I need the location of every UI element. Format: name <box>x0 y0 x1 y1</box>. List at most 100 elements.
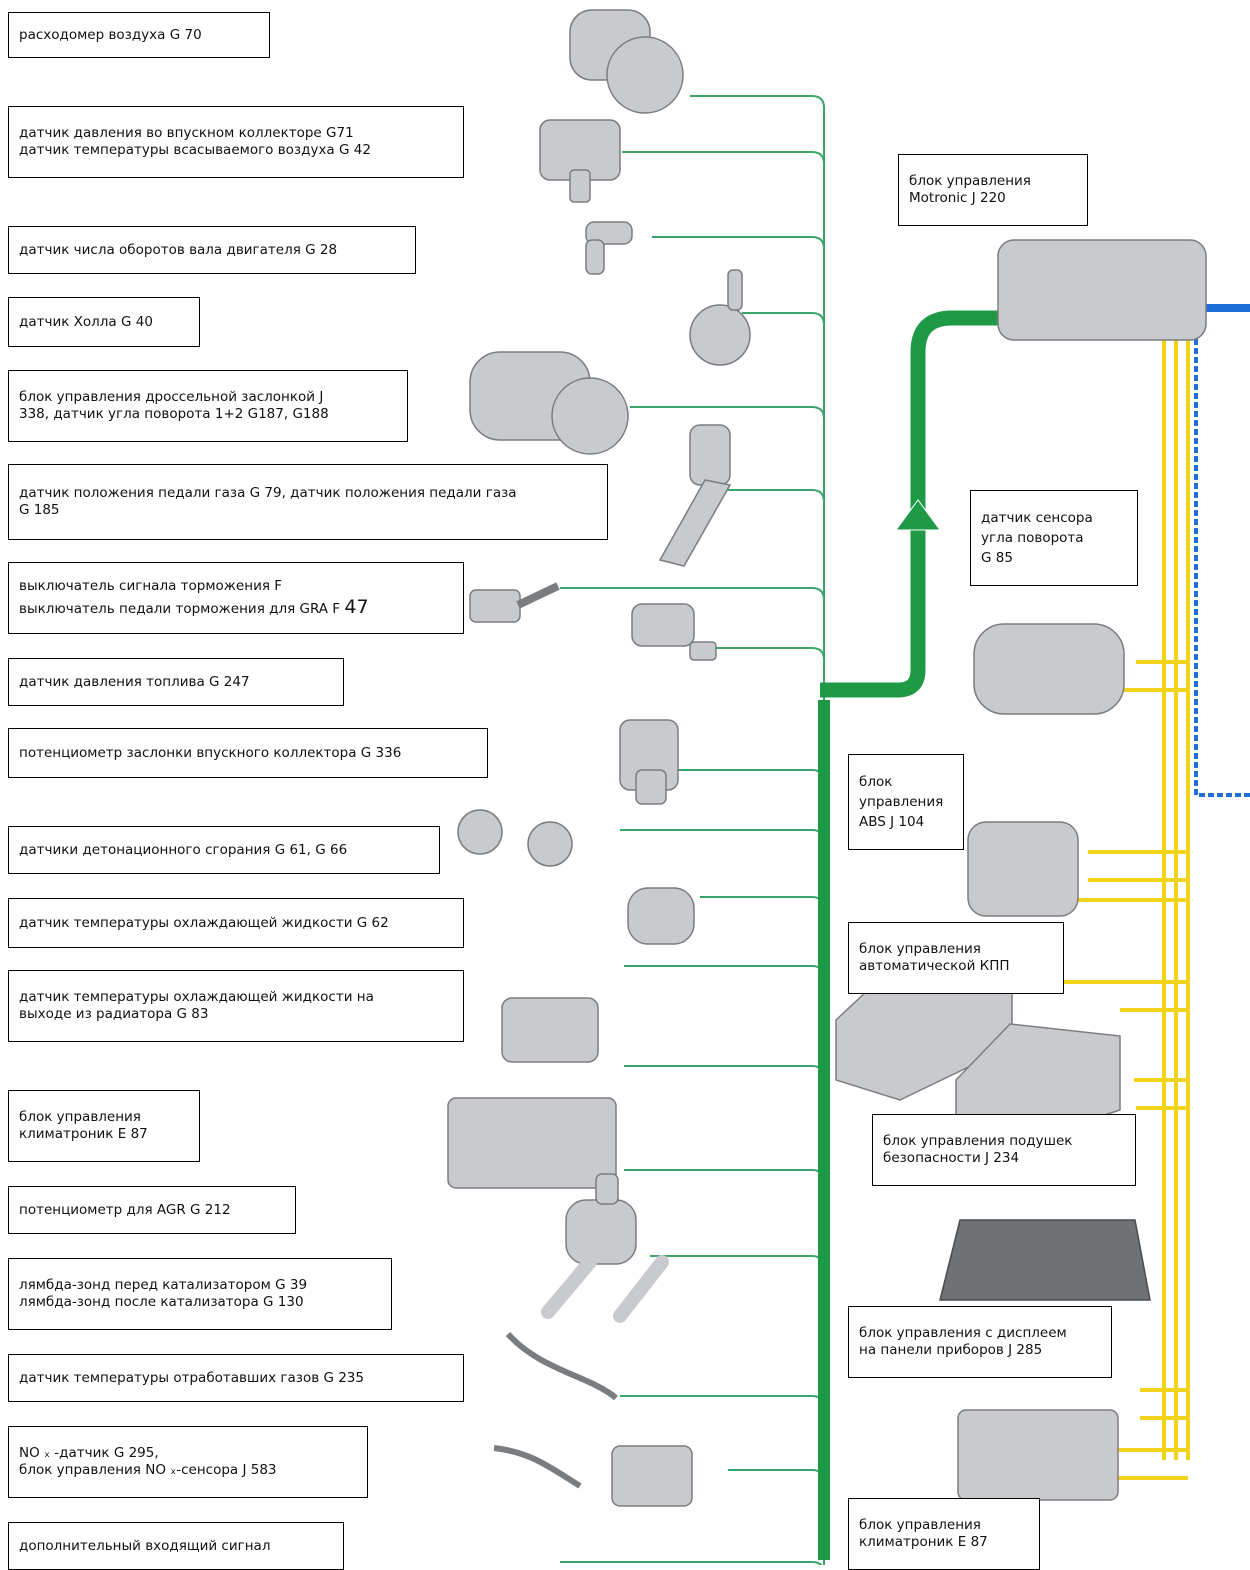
brake-switch-icon <box>516 582 560 609</box>
throttle-body-icon <box>551 377 629 455</box>
label-line: лямбда-зонд после катализатора G 130 <box>19 1294 304 1310</box>
label-line: блок управления с дисплеем <box>859 1325 1067 1341</box>
label-line: G 85 <box>981 550 1013 566</box>
manifold-pressure-sensor-icon <box>569 169 591 203</box>
label-engine-speed: датчик числа оборотов вала двигателя G 2… <box>8 226 416 274</box>
label-additional-input: дополнительный входящий сигнал <box>8 1522 344 1570</box>
label-coolant-temp: датчик температуры охлаждающей жидкости … <box>8 898 464 948</box>
label-radiator-temp: датчик температуры охлаждающей жидкости … <box>8 970 464 1042</box>
radiator-temp-sensor-icon <box>501 997 599 1063</box>
label-fuel-pressure: датчик давления топлива G 247 <box>8 658 344 706</box>
label-line: 338, датчик угла поворота 1+2 G187, G188 <box>19 406 329 422</box>
label-line: датчики детонационного сгорания G 61, G … <box>19 841 348 858</box>
label-line: расходомер воздуха G 70 <box>19 26 202 43</box>
egr-valve-icon <box>595 1173 619 1205</box>
label-brake-switch: выключатель сигнала торможения F выключа… <box>8 562 464 634</box>
sensor-lead <box>712 647 825 690</box>
nox-sensor-icon <box>611 1445 693 1507</box>
coolant-temp-sensor-icon <box>627 887 695 945</box>
label-line: датчик Холла G 40 <box>19 313 153 330</box>
label-line: G 185 <box>19 502 60 518</box>
blue-bus <box>1194 330 1250 797</box>
motronic-ecu-icon <box>997 239 1207 341</box>
abs-unit-icon <box>967 821 1079 917</box>
accelerator-pedal-icon <box>658 479 732 567</box>
label-line: датчик температуры охлаждающей жидкости … <box>19 914 389 931</box>
label-line: блок <box>859 774 893 790</box>
sensor-lead <box>690 95 825 690</box>
label-line: лямбда-зонд перед катализатором G 39 <box>19 1277 308 1293</box>
label-line: блок управления подушек <box>883 1133 1073 1149</box>
label-intake-flap-potentiometer: потенциометр заслонки впускного коллекто… <box>8 728 488 778</box>
label-hall-sensor: датчик Холла G 40 <box>8 297 200 347</box>
sensor-lead <box>560 690 825 1565</box>
label-line: климатроник E 87 <box>19 1126 148 1142</box>
flow-arrow-icon <box>895 499 941 531</box>
label-line: датчик температуры охлаждающей жидкости … <box>19 989 374 1005</box>
lambda-probe-icon <box>541 1255 597 1319</box>
hall-sensor-icon <box>689 304 751 366</box>
accelerator-pedal-icon <box>689 424 731 486</box>
climatronic-panel-icon <box>957 1409 1119 1501</box>
air-mass-meter-icon <box>606 36 684 114</box>
label-line: датчик сенсора <box>981 510 1093 526</box>
label-line: датчик давления во впускном коллекторе G… <box>19 125 354 141</box>
label-line: датчик давления топлива G 247 <box>19 673 250 690</box>
label-line: потенциометр заслонки впускного коллекто… <box>19 744 402 761</box>
label-big-number: 47 <box>344 596 369 618</box>
label-line: блок управления <box>19 1109 141 1125</box>
hall-sensor-icon <box>727 269 743 311</box>
knock-sensor-icon <box>527 821 573 867</box>
label-line: датчик числа оборотов вала двигателя G 2… <box>19 241 338 258</box>
label-line: датчик температуры всасываемого воздуха … <box>19 142 371 158</box>
label-line: блок управления NO ₓ-сенсора J 583 <box>19 1462 277 1478</box>
label-manifold-pressure: датчик давления во впускном коллекторе G… <box>8 106 464 178</box>
fuel-pressure-sensor-icon <box>689 641 717 661</box>
label-knock-sensors: датчики детонационного сгорания G 61, G … <box>8 826 440 874</box>
egr-valve-icon <box>565 1199 637 1265</box>
instrument-cluster-icon <box>939 1219 1151 1301</box>
label-line: блок управления <box>859 1517 981 1533</box>
label-air-mass-meter: расходомер воздуха G 70 <box>8 12 270 58</box>
exhaust-temp-sensor-icon <box>505 1331 618 1401</box>
sensor-lead <box>652 236 825 690</box>
climatronic-panel-icon <box>447 1097 617 1189</box>
label-line: выходе из радиатора G 83 <box>19 1006 209 1022</box>
label-line: блок управления <box>859 941 981 957</box>
engine-speed-sensor-icon <box>585 239 605 275</box>
sensor-lead <box>622 151 825 690</box>
label-line: потенциометр для AGR G 212 <box>19 1201 231 1218</box>
label-line: дополнительный входящий сигнал <box>19 1537 271 1554</box>
label-line: климатроник E 87 <box>859 1534 988 1550</box>
label-egr-potentiometer: потенциометр для AGR G 212 <box>8 1186 296 1234</box>
label-line: выключатель сигнала торможения F <box>19 578 283 594</box>
label-exhaust-temp: датчик температуры отработавших газов G … <box>8 1354 464 1402</box>
sensor-lead <box>560 587 825 690</box>
label-steering-angle-sensor: датчик сенсора угла поворота G 85 <box>970 490 1138 586</box>
sensor-lead <box>728 690 825 1483</box>
sensor-lead <box>656 690 825 783</box>
label-accelerator-pedal: датчик положения педали газа G 79, датчи… <box>8 464 608 540</box>
sensor-lead <box>700 690 825 910</box>
sensor-lead <box>700 489 825 690</box>
steering-angle-sensor-icon <box>973 623 1125 715</box>
lambda-probe-icon <box>613 1255 669 1323</box>
label-line: автоматической КПП <box>859 958 1010 974</box>
label-line-text: выключатель педали торможения для GRA F <box>19 601 341 617</box>
label-line: датчик температуры отработавших газов G … <box>19 1369 364 1386</box>
label-line: угла поворота <box>981 530 1084 546</box>
nox-sensor-icon <box>493 1445 582 1489</box>
engine-speed-sensor-icon <box>585 221 633 245</box>
label-nox-sensor: NO ₓ -датчик G 295,блок управления NO ₓ-… <box>8 1426 368 1498</box>
sensor-lead <box>630 406 825 690</box>
label-line: датчик положения педали газа G 79, датчи… <box>19 485 517 501</box>
label-line: безопасности J 234 <box>883 1150 1020 1166</box>
label-line: выключатель педали торможения для GRA F … <box>19 596 453 618</box>
